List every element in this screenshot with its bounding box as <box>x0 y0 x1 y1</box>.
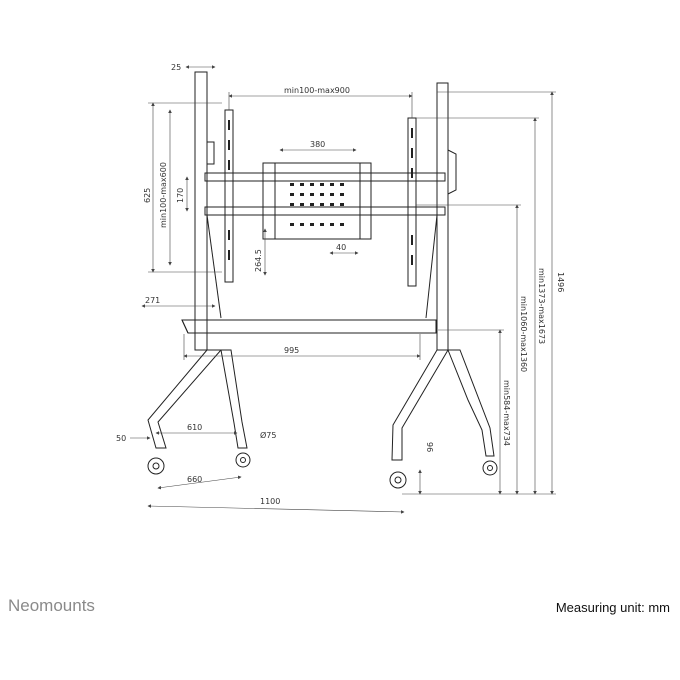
left-rear-leg <box>220 349 248 449</box>
dim-pole-width: 25 <box>171 63 181 72</box>
right-handle <box>447 149 457 195</box>
stand-drawing: 25 min100-max900 380 625 min100-max600 1… <box>116 63 565 514</box>
dim-height-range-low: min584-max734 <box>502 380 511 446</box>
dim-264: 264.5 <box>254 249 263 272</box>
dim-base-inner: 660 <box>187 475 202 484</box>
dim-height-range-top: min1373-max1673 <box>537 268 546 344</box>
right-pole <box>436 82 449 351</box>
brand-logo-text: Neomounts <box>8 596 95 615</box>
left-pole <box>194 71 208 351</box>
stand-structure <box>147 71 495 461</box>
dim-40: 40 <box>336 243 346 252</box>
dim-vesa-height: min100-max600 <box>159 162 168 228</box>
rail-slots <box>228 120 413 265</box>
dim-170: 170 <box>176 188 185 203</box>
right-rear-leg <box>447 349 495 457</box>
dim-caster-height: 96 <box>425 442 434 452</box>
casters <box>147 452 498 489</box>
dim-base-total: 1100 <box>260 497 280 506</box>
dim-leg-span: 610 <box>187 423 202 432</box>
dim-caster-offset: 50 <box>116 434 126 443</box>
dim-shelf-depth: 271 <box>145 296 160 305</box>
left-handle <box>207 141 215 165</box>
dim-625: 625 <box>143 188 152 203</box>
shelf <box>181 319 437 334</box>
dim-shelf-width: 995 <box>284 346 299 355</box>
cross-bar-bottom <box>204 206 446 216</box>
plate-holes <box>290 183 344 226</box>
dimension-lines <box>130 65 556 514</box>
dim-plate-width: 380 <box>310 140 325 149</box>
dim-height-range-mid: min1060-max1360 <box>519 296 528 372</box>
mounting-plate <box>262 162 372 240</box>
right-leg <box>391 349 449 461</box>
cross-bar-top <box>204 172 446 182</box>
dim-total-height: 1496 <box>556 272 565 292</box>
dim-caster-diameter: Ø75 <box>260 430 276 440</box>
dim-vesa-width: min100-max900 <box>284 86 350 95</box>
unit-note: Measuring unit: mm <box>555 600 670 615</box>
